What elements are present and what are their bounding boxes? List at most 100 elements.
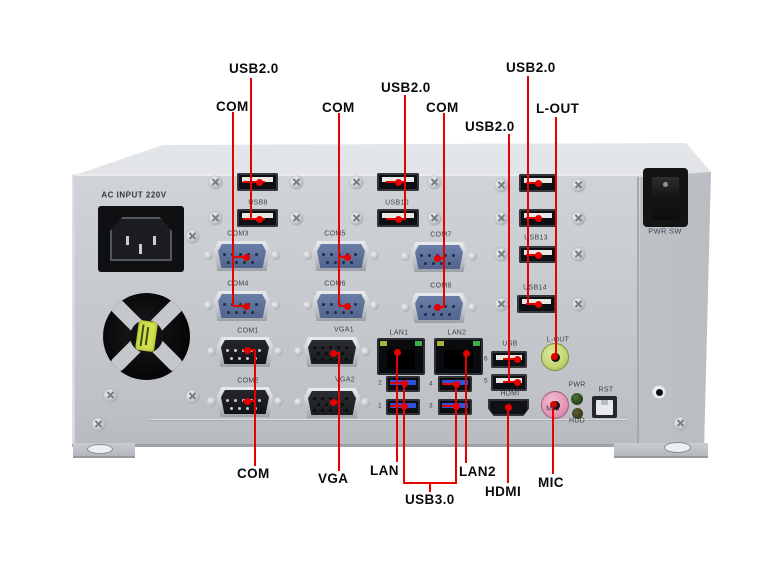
callout-line [526,217,542,219]
hdd-led [572,408,583,419]
panel-screw [571,297,585,311]
usb-silkscreen: USB [502,340,518,348]
callout-line [455,384,457,483]
usb-port6-number: 6 [484,355,488,363]
ac-input-silkscreen: AC INPUT 220V [101,190,167,200]
callout-dot [549,400,557,408]
rst-silkscreen: RST [598,386,614,394]
callout-dot [433,303,441,311]
callout-label-vga: VGA [318,471,349,486]
line-out-silkscreen: L-OUT [546,336,570,344]
callout-line [552,404,554,474]
lan2-port [434,338,483,375]
panel-screw [571,211,585,225]
panel-screw [427,211,441,225]
ac-socket [110,217,172,261]
callout-dot [534,214,542,222]
callout-line [526,182,542,184]
mic-silkscreen: MIC [546,405,560,413]
callout-dot [452,380,460,388]
callout-dot [400,402,408,410]
callout-line [527,76,529,304]
callout-line [233,256,247,258]
callout-label-usb2-2: USB2.0 [381,80,431,95]
callout-dot [255,215,263,223]
mounting-hole-left [87,444,113,454]
callout-dot [329,398,337,406]
reset-connector [592,396,617,418]
panel-screw [673,416,687,430]
callout-dot [394,178,402,186]
callout-line [436,257,445,259]
panel-screw [571,247,585,261]
panel-screw [289,175,303,189]
callout-line [233,305,247,307]
callout-label-usb2-3: USB2.0 [465,119,515,134]
panel-screw [494,178,508,192]
usb3-port1-number: 1 [378,402,382,410]
callout-dot [534,251,542,259]
usb3-port3-number: 3 [429,402,433,410]
panel-screw [208,211,222,225]
callout-line [507,407,509,483]
callout-label-com-3: COM [426,100,459,115]
callout-label-lan2: LAN2 [459,464,496,479]
panel-screw [185,389,199,403]
callout-dot [433,254,441,262]
callout-line [403,383,405,483]
antenna-hole [652,385,666,399]
usb14-silkscreen: USB14 [523,284,547,292]
panel-screw [494,247,508,261]
callout-label-usb3: USB3.0 [405,492,455,507]
com1-silkscreen: COM1 [237,327,259,335]
callout-label-com-1: COM [216,99,249,114]
callout-line [390,382,406,384]
callout-dot [329,349,337,357]
callout-line [338,353,340,471]
callout-label-com-2: COM [322,100,355,115]
panel-screw [349,211,363,225]
com6-port [303,291,379,321]
callout-line [243,181,265,183]
callout-line [442,405,458,407]
panel-step-line [150,419,628,420]
panel-screw [427,175,441,189]
callout-label-mic: MIC [538,475,564,490]
callout-line [555,117,557,356]
panel-screw [349,175,363,189]
callout-dot [243,397,251,405]
com5-silkscreen: COM5 [324,230,346,238]
lan1-port [377,338,425,375]
callout-line [442,383,458,385]
callout-dot [513,378,521,386]
callout-dot [393,348,401,356]
lan1-silkscreen: LAN1 [389,329,409,337]
callout-dot [343,302,351,310]
hdmi-silkscreen: HDMI [500,390,520,398]
callout-dot [550,352,558,360]
callout-label-lout: L-OUT [536,101,580,116]
callout-dot [242,302,250,310]
panel-screw [91,417,105,431]
com7-silkscreen: COM7 [430,231,452,239]
callout-line [436,306,445,308]
panel-screw [289,211,303,225]
callout-line [250,78,252,219]
callout-dot [534,300,542,308]
callout-line [508,134,510,382]
ac-pin-left [126,236,129,245]
callout-dot [534,179,542,187]
callout-dot [452,402,460,410]
ac-pin-ground [139,244,142,254]
usb3-port2-number: 2 [378,379,382,387]
callout-label-lan: LAN [370,463,399,478]
panel-screw [208,175,222,189]
callout-line [526,254,542,256]
callout-line [503,381,521,383]
usb13-silkscreen: USB13 [524,234,548,242]
callout-line [338,113,340,306]
callout-label-hdmi: HDMI [485,484,522,499]
usb3-port4-number: 4 [429,380,433,388]
cooling-fan [103,293,190,380]
lan2-silkscreen: LAN2 [447,329,467,337]
